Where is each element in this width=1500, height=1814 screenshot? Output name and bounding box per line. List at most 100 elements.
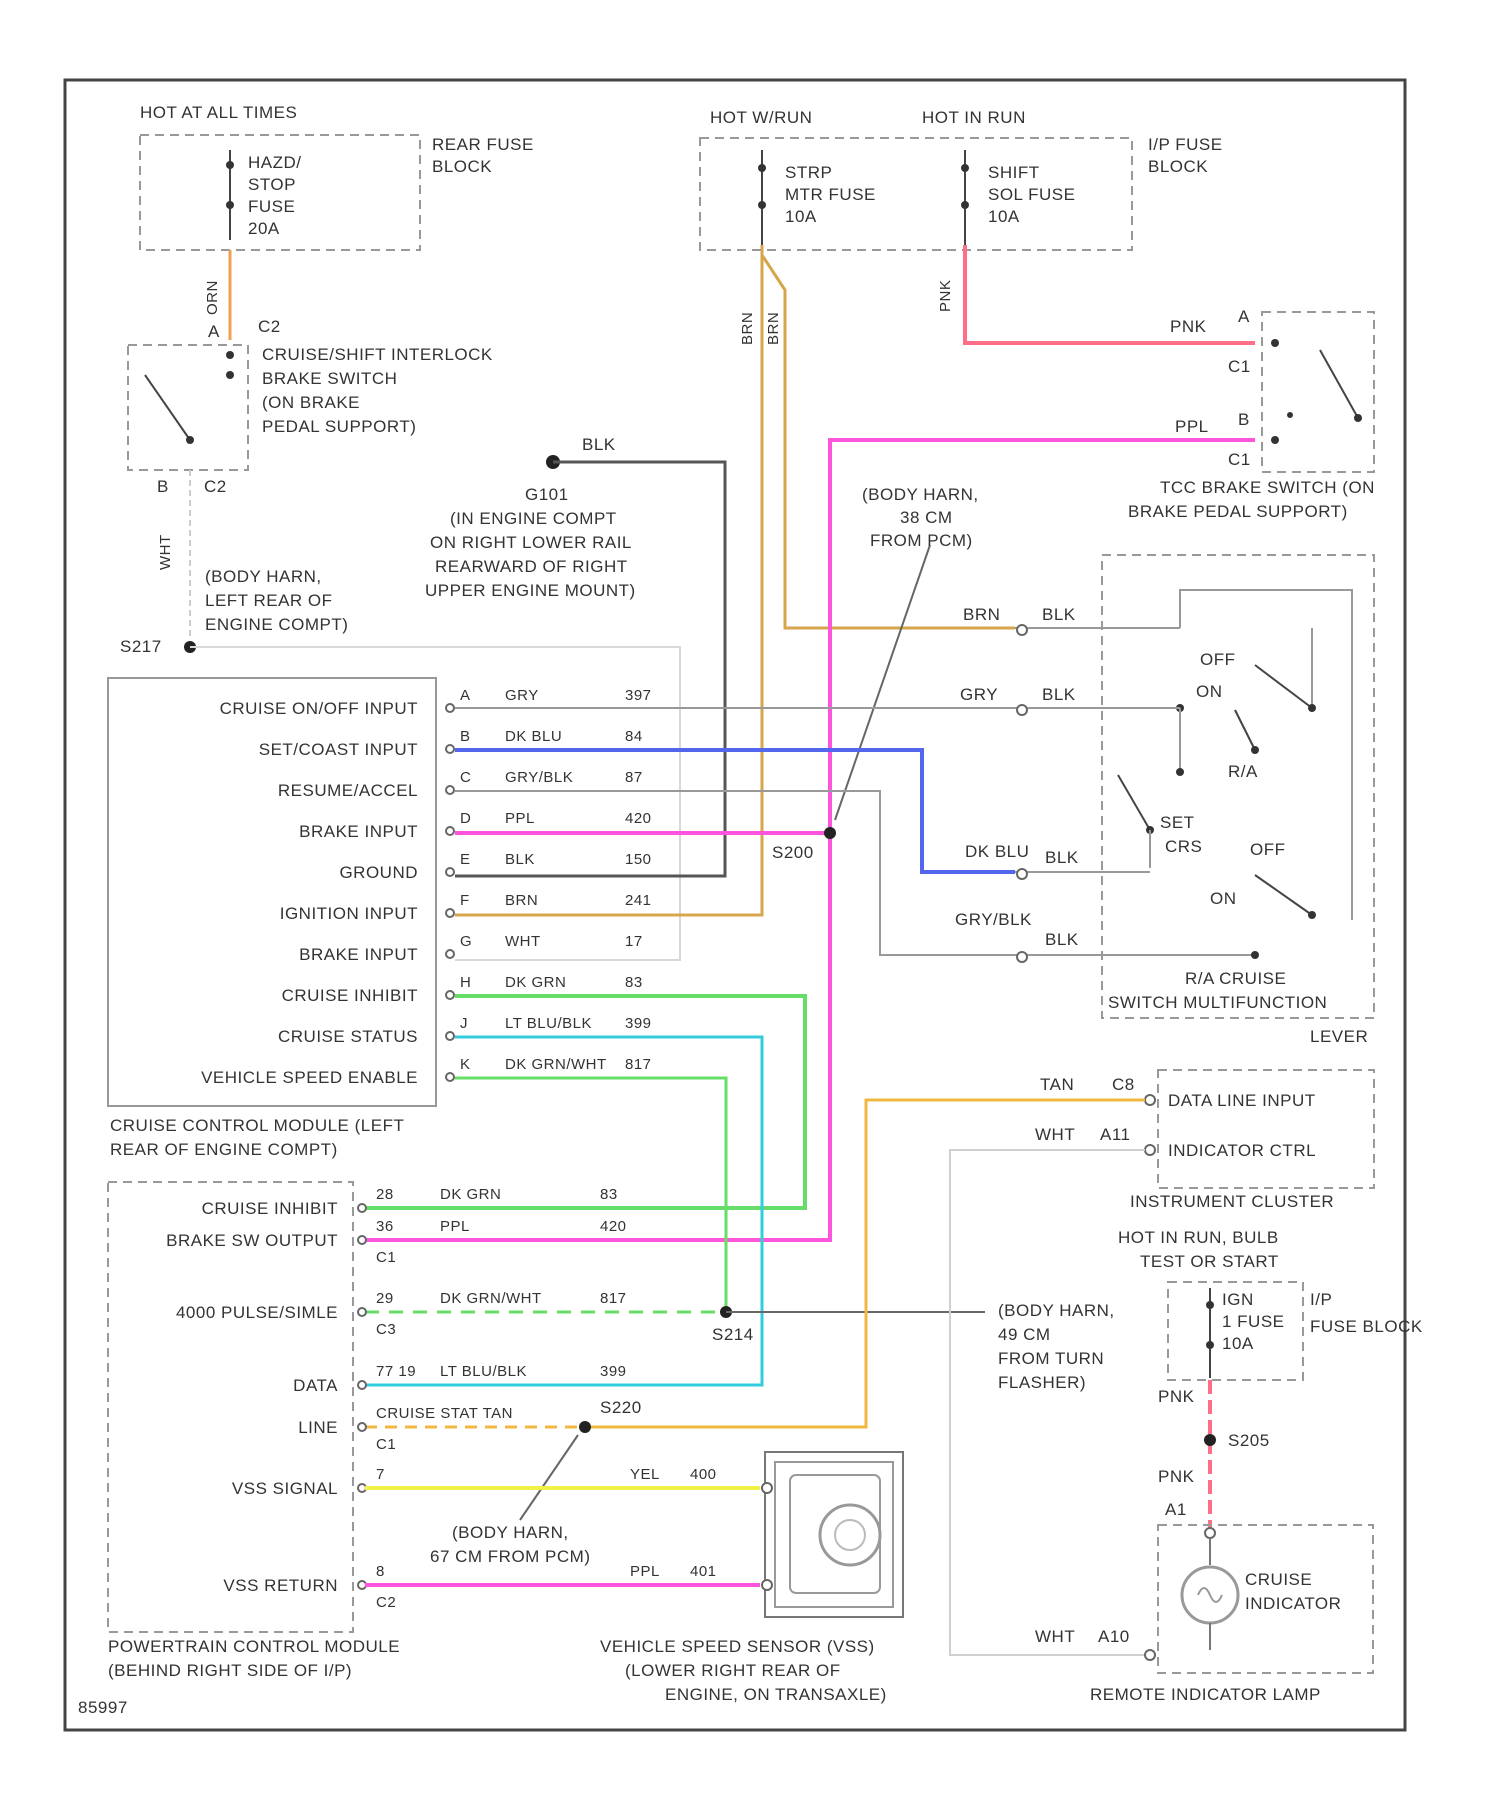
g101-desc-4: UPPER ENGINE MOUNT) — [425, 581, 636, 600]
sw-in-gryblk: GRY/BLK — [955, 910, 1032, 929]
pcm-pin-circuit: 420 — [600, 1218, 627, 1235]
interlock-label-4: PEDAL SUPPORT) — [262, 417, 416, 436]
ccm-pin-label: GROUND — [339, 863, 418, 882]
ccm-pin-circuit: 399 — [625, 1015, 652, 1032]
wire-brn-ignition — [455, 245, 762, 915]
rear-fuse-name-1: HAZD/ — [248, 153, 302, 172]
vss-label-1: VEHICLE SPEED SENSOR (VSS) — [600, 1637, 875, 1656]
tcc-label-1: TCC BRAKE SWITCH (ON — [1160, 478, 1375, 497]
cruise-indicator: A1 CRUISE INDICATOR WHT A10 REMOTE INDIC… — [1035, 1500, 1373, 1704]
indicator-wire-bottom: WHT — [1035, 1627, 1075, 1646]
ccm-pin-terminal — [446, 991, 454, 999]
bulb-fuse-2: 1 FUSE — [1222, 1312, 1285, 1331]
vss-label-3: ENGINE, ON TRANSAXLE) — [665, 1685, 887, 1704]
bulb-header-1: HOT IN RUN, BULB — [1118, 1228, 1279, 1247]
pcm-pin-wire: DK GRN — [440, 1186, 501, 1203]
cluster-pin-2-num: A11 — [1100, 1125, 1131, 1144]
mf-on-1: ON — [1196, 682, 1223, 701]
pcm-pin-circuit: 400 — [690, 1466, 717, 1483]
ccm-pin-circuit: 150 — [625, 851, 652, 868]
mf-label-1: R/A CRUISE — [1185, 969, 1286, 988]
mf-label-2: SWITCH MULTIFUNCTION — [1108, 993, 1327, 1012]
interlock-label-2: BRAKE SWITCH — [262, 369, 397, 388]
cluster-pin-1-wire: TAN — [1040, 1075, 1074, 1094]
ccm-pin-circuit: 87 — [625, 769, 643, 786]
ccm-pin-letter: E — [460, 851, 471, 868]
sw-out-blk-1: BLK — [1042, 605, 1076, 624]
ccm-pin-label: SET/COAST INPUT — [259, 740, 418, 759]
interlock-label-1: CRUISE/SHIFT INTERLOCK — [262, 345, 493, 364]
pcm-pin-circuit: 399 — [600, 1363, 627, 1380]
pcm-title-2: (BEHIND RIGHT SIDE OF I/P) — [108, 1661, 352, 1680]
rear-fuse-name-3: FUSE — [248, 197, 295, 216]
pcm-pin-number: 28 — [376, 1186, 394, 1203]
pcm-pin-number: 77 19 — [376, 1363, 416, 1380]
bulb-fuse-block: HOT IN RUN, BULB TEST OR START IGN 1 FUS… — [1118, 1228, 1423, 1380]
g101-desc-3: REARWARD OF RIGHT — [435, 557, 628, 576]
mf-ra: R/A — [1228, 762, 1258, 781]
rear-fuse-block: HOT AT ALL TIMES HAZD/ STOP FUSE 20A REA… — [140, 103, 534, 250]
pcm-pin-connector: C3 — [376, 1321, 396, 1338]
ip-fuse1-name-2: MTR FUSE — [785, 185, 876, 204]
pcm-pin-label: 4000 PULSE/SIMLE — [176, 1303, 338, 1322]
interlock-label-3: (ON BRAKE — [262, 393, 360, 412]
g101-desc-1: (IN ENGINE COMPT — [450, 509, 617, 528]
s220-note-2: 67 CM FROM PCM) — [430, 1547, 591, 1566]
rear-fuse-block-label-1: REAR FUSE — [432, 135, 534, 154]
bulb-block-2: FUSE BLOCK — [1310, 1317, 1423, 1336]
s214-note-1: (BODY HARN, — [998, 1301, 1115, 1320]
ccm-pin-terminal — [446, 1073, 454, 1081]
pcm-pin-connector: C1 — [376, 1249, 396, 1266]
interlock-conn-top: C2 — [258, 317, 281, 336]
ccm-pin-wire: BLK — [505, 851, 535, 868]
ccm-pin-circuit: 84 — [625, 728, 643, 745]
ip-fuse2-rating: 10A — [988, 207, 1020, 226]
interlock-wire-bottom: WHT — [157, 534, 174, 570]
tcc-brake-switch: PNK A C1 PPL B C1 TCC BRAKE SWITCH (ON B… — [1128, 307, 1375, 521]
pcm-pin-connector: C1 — [376, 1436, 396, 1453]
indicator-label-2: INDICATOR — [1245, 1594, 1341, 1613]
pcm-pin-wire: YEL — [630, 1466, 660, 1483]
bulb-wire-pnk-2: PNK — [1158, 1467, 1195, 1486]
pcm-pin-terminal — [358, 1423, 366, 1431]
pcm-pin-label: CRUISE INHIBIT — [202, 1199, 338, 1218]
interlock-pin-a: A — [208, 322, 220, 341]
ccm-pin-letter: G — [460, 933, 472, 950]
ccm-pin-letter: H — [460, 974, 471, 991]
tcc-pin-a: A — [1238, 307, 1250, 326]
indicator-block-label: REMOTE INDICATOR LAMP — [1090, 1685, 1321, 1704]
pcm-pin-label: VSS RETURN — [223, 1576, 338, 1595]
ccm-pin-letter: D — [460, 810, 471, 827]
tcc-conn-top: C1 — [1228, 357, 1251, 376]
sw-out-blk-3: BLK — [1045, 848, 1079, 867]
splice-s200: S200 (BODY HARN, 38 CM FROM PCM) — [772, 485, 979, 862]
s214-note-3: FROM TURN — [998, 1349, 1104, 1368]
ccm-pin-wire: DK GRN — [505, 974, 566, 991]
rear-fuse-header: HOT AT ALL TIMES — [140, 103, 297, 122]
s200-note-3: FROM PCM) — [870, 531, 973, 550]
pcm-pin-wire: PPL — [630, 1563, 660, 1580]
cluster-label: INSTRUMENT CLUSTER — [1130, 1192, 1334, 1211]
mf-off-1: OFF — [1200, 650, 1236, 669]
vss-label-2: (LOWER RIGHT REAR OF — [625, 1661, 841, 1680]
wire-wht-indicator — [950, 1150, 1145, 1655]
cluster-pin-2-label: INDICATOR CTRL — [1168, 1141, 1316, 1160]
ccm-pin-wire: LT BLU/BLK — [505, 1015, 592, 1032]
ccm-pin-list: CRUISE ON/OFF INPUTAGRY397SET/COAST INPU… — [201, 687, 651, 1087]
ccm-pin-circuit: 397 — [625, 687, 652, 704]
rear-fuse-name-2: STOP — [248, 175, 296, 194]
pcm-pin-circuit: 83 — [600, 1186, 618, 1203]
ip-fuse-block-label-1: I/P FUSE — [1148, 135, 1223, 154]
pcm-pin-terminal — [358, 1308, 366, 1316]
ip-fuse-block-label-2: BLOCK — [1148, 157, 1208, 176]
pcm-pin-number: 36 — [376, 1218, 394, 1235]
ccm-pin-letter: A — [460, 687, 471, 704]
pcm-title-1: POWERTRAIN CONTROL MODULE — [108, 1637, 400, 1656]
pcm-pin-terminal — [358, 1236, 366, 1244]
splice-s220: S220 (BODY HARN, 67 CM FROM PCM) — [430, 1398, 642, 1566]
sw-in-dkblu: DK BLU — [965, 842, 1029, 861]
s217-desc-2: LEFT REAR OF — [205, 591, 333, 610]
pcm-pin-circuit: 401 — [690, 1563, 717, 1580]
cluster-pin-2-wire: WHT — [1035, 1125, 1075, 1144]
